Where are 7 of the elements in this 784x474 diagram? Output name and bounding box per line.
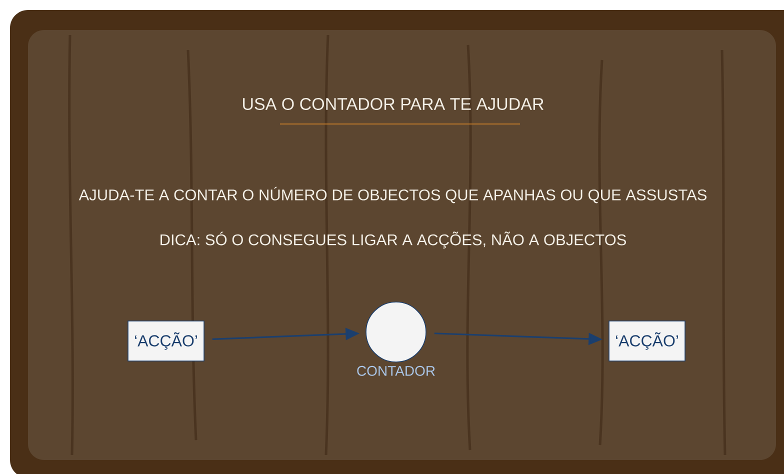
counter-circle	[366, 302, 426, 362]
title: USA O CONTADOR PARA TE AJUDAR	[243, 98, 544, 110]
counter-label: CONTADOR	[357, 366, 435, 376]
instruction-text: AJUDA-TE A CONTAR O NÚMERO DE OBJECTOS QUE APANHAS OU QUE ASSUSTAS	[78, 186, 706, 204]
instruction-text: DICA: SÓ O CONSEGUES LIGAR A ACÇÕES, NÃO A OBJECTOS	[160, 232, 626, 248]
action-box: ‘ACÇÃO’	[128, 320, 204, 362]
action-box: ‘ACÇÃO’	[608, 320, 686, 362]
